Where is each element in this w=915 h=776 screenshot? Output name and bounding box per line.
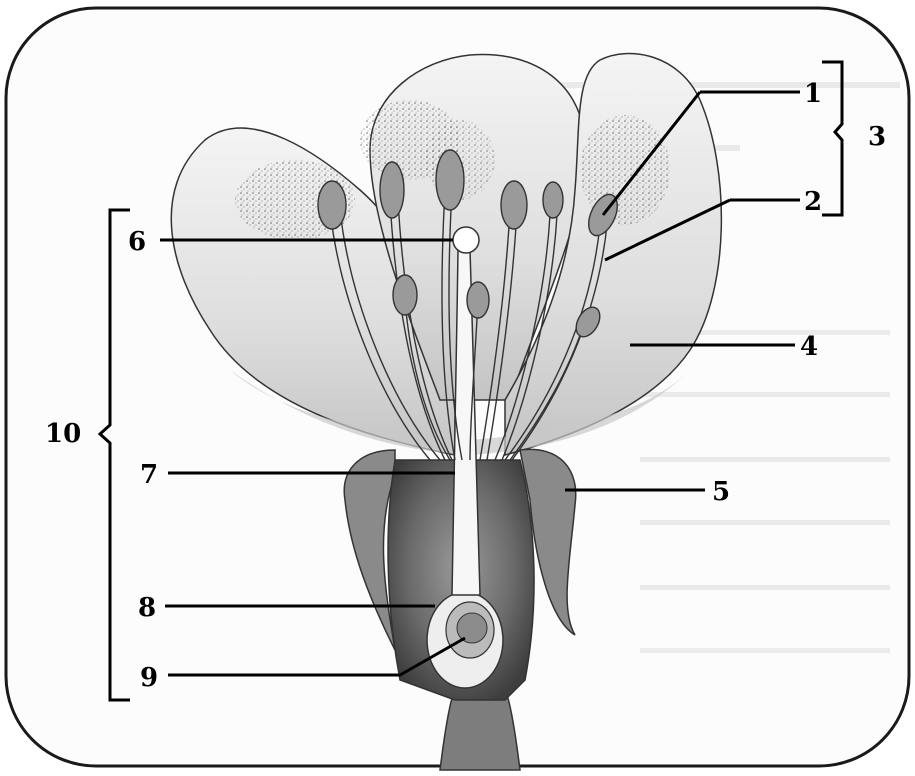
stigma	[453, 227, 479, 253]
ovary	[427, 592, 503, 688]
label-3: 3	[868, 122, 886, 152]
label-9: 9	[140, 663, 158, 693]
pedicel	[440, 690, 520, 770]
label-5: 5	[712, 477, 730, 507]
label-1: 1	[804, 79, 822, 109]
label-8: 8	[138, 593, 156, 623]
label-10: 10	[45, 419, 81, 449]
label-7: 7	[140, 460, 158, 490]
label-2: 2	[804, 187, 822, 217]
label-4: 4	[800, 332, 818, 362]
label-6: 6	[128, 227, 146, 257]
